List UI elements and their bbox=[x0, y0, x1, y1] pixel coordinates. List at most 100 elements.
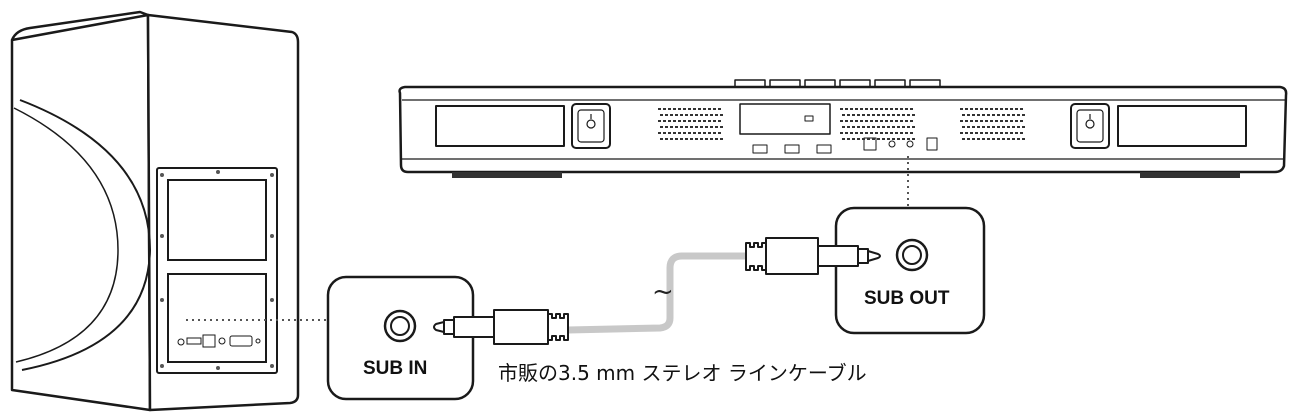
vent-slot bbox=[962, 138, 965, 140]
vent-slot bbox=[695, 138, 698, 140]
vent-slot bbox=[1007, 114, 1010, 116]
vent-slot bbox=[660, 114, 663, 116]
vent-slot bbox=[857, 114, 860, 116]
vent-slot bbox=[900, 132, 903, 134]
vent-slot bbox=[882, 126, 885, 128]
vent-slot bbox=[977, 114, 980, 116]
vent-slot bbox=[890, 108, 893, 110]
vent-slot bbox=[713, 132, 716, 134]
vent-slot bbox=[975, 108, 978, 110]
vent-slot bbox=[658, 120, 661, 122]
sub-out-jack bbox=[895, 238, 929, 272]
vent-slot bbox=[990, 108, 993, 110]
vent-slot bbox=[902, 138, 905, 140]
vent-slot bbox=[857, 126, 860, 128]
vent-slot bbox=[690, 138, 693, 140]
vent-slot bbox=[688, 132, 691, 134]
vent-slot bbox=[982, 114, 985, 116]
vent-slot bbox=[992, 114, 995, 116]
vent-slot bbox=[700, 114, 703, 116]
vent-slot bbox=[1020, 108, 1023, 110]
vent-slot bbox=[1002, 126, 1005, 128]
vent-slot bbox=[882, 114, 885, 116]
vent-slot bbox=[1007, 138, 1010, 140]
vent-slot bbox=[852, 126, 855, 128]
vent-slot bbox=[678, 108, 681, 110]
vent-slot bbox=[710, 126, 713, 128]
vent-slot bbox=[688, 108, 691, 110]
vent-slot bbox=[658, 132, 661, 134]
vent-slot bbox=[877, 126, 880, 128]
vent-slot bbox=[860, 108, 863, 110]
vent-slot bbox=[715, 126, 718, 128]
vent-slot bbox=[713, 120, 716, 122]
vent-slot bbox=[847, 138, 850, 140]
vent-slot bbox=[1010, 120, 1013, 122]
vent-slot bbox=[673, 132, 676, 134]
vent-slot bbox=[972, 126, 975, 128]
vent-slot bbox=[962, 114, 965, 116]
vent-slot bbox=[708, 108, 711, 110]
vent-slot bbox=[665, 114, 668, 116]
vent-slot bbox=[680, 114, 683, 116]
vent-slot bbox=[902, 126, 905, 128]
vent-slot bbox=[995, 132, 998, 134]
vent-slot bbox=[907, 138, 910, 140]
subwoofer-connector-strip bbox=[177, 334, 261, 348]
vent-slot bbox=[852, 114, 855, 116]
vent-slot bbox=[960, 120, 963, 122]
vent-slot bbox=[992, 138, 995, 140]
vent-slot bbox=[862, 138, 865, 140]
vent-slot bbox=[885, 108, 888, 110]
vent-slot bbox=[865, 120, 868, 122]
vent-slot bbox=[910, 120, 913, 122]
vent-slot bbox=[975, 132, 978, 134]
vent-slot bbox=[840, 108, 843, 110]
vent-slot bbox=[1012, 126, 1015, 128]
vent-slot bbox=[907, 126, 910, 128]
sub-out-callout: SUB OUT bbox=[834, 206, 986, 335]
vent-slot bbox=[840, 132, 843, 134]
vent-slot bbox=[1015, 108, 1018, 110]
vent-slot bbox=[685, 114, 688, 116]
vent-slot bbox=[987, 138, 990, 140]
vent-slot bbox=[852, 138, 855, 140]
vent-slot bbox=[910, 132, 913, 134]
vent-slot bbox=[905, 132, 908, 134]
vent-slot bbox=[872, 138, 875, 140]
vent-slot bbox=[862, 114, 865, 116]
vent-slot bbox=[890, 132, 893, 134]
vent-slot bbox=[880, 108, 883, 110]
cable-caption: 市販の3.5 mm ステレオ ラインケーブル bbox=[498, 361, 867, 385]
vent-slot bbox=[895, 120, 898, 122]
vent-slot bbox=[695, 114, 698, 116]
vent-slot bbox=[997, 114, 1000, 116]
vent-slot bbox=[892, 138, 895, 140]
vent-slot bbox=[683, 108, 686, 110]
vent-slot bbox=[1017, 114, 1020, 116]
soundbar-vent-grilles bbox=[658, 108, 1025, 140]
vent-slot bbox=[1005, 132, 1008, 134]
vent-slot bbox=[683, 132, 686, 134]
vent-slot bbox=[850, 120, 853, 122]
vent-slot bbox=[693, 132, 696, 134]
vent-slot bbox=[668, 120, 671, 122]
vent-slot bbox=[895, 108, 898, 110]
vent-slot bbox=[842, 138, 845, 140]
vent-slot bbox=[987, 114, 990, 116]
vent-slot bbox=[967, 138, 970, 140]
vent-slot bbox=[992, 126, 995, 128]
vent-slot bbox=[980, 108, 983, 110]
vent-slot bbox=[715, 138, 718, 140]
vent-slot bbox=[875, 120, 878, 122]
vent-slot bbox=[1020, 120, 1023, 122]
vent-slot bbox=[892, 114, 895, 116]
vent-slot bbox=[875, 132, 878, 134]
vent-slot bbox=[678, 132, 681, 134]
vent-slot bbox=[1010, 132, 1013, 134]
vent-slot bbox=[897, 114, 900, 116]
vent-slot bbox=[912, 126, 915, 128]
vent-slot bbox=[705, 114, 708, 116]
vent-slot bbox=[673, 120, 676, 122]
vent-slot bbox=[708, 132, 711, 134]
